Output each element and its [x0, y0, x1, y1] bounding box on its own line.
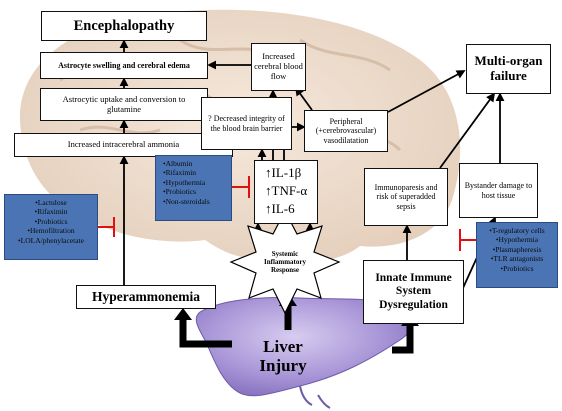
therapy-item: •Rifaximin [163, 168, 197, 178]
sirs-star-shape [229, 209, 341, 315]
liver-to-hyperammonemia-thick-arrow [174, 308, 232, 348]
therapy-item: •Plasmapheresis [492, 244, 542, 254]
arrow-immunoparesis-to-mof [439, 92, 496, 169]
therapy-item: •Non-steroidals [163, 196, 210, 206]
bbb-integrity-box: ? Decreased integrity of the blood brain… [201, 97, 292, 150]
il6-label: ↑IL-6 [265, 201, 295, 217]
liver-injury-label: Liver Injury [259, 337, 307, 375]
therapy-item: •Hypothermia [163, 177, 206, 187]
therapy-item: •Hemofiltration [27, 226, 75, 236]
hyperammonemia-box: Hyperammonemia [76, 285, 216, 309]
therapy-item: •Probiotics [163, 187, 197, 197]
intracerebral-ammonia-box: Increased intracerebral ammonia [14, 133, 233, 157]
arrow-vasodilatation-to-bloodflow [294, 86, 313, 111]
immune-therapy-box: •T-regulatory cells •Hypothermia •Plasma… [476, 222, 558, 288]
therapy-item: •Rifaximin [34, 207, 68, 217]
inhibitor-immune-therapy [459, 229, 476, 251]
inhibitor-ammonia-therapy [98, 217, 115, 237]
vasodilatation-box: Peripheral (+cerebrovascular) vasodilata… [304, 110, 388, 152]
astrocyte-swelling-box: Astrocyte swelling and cerebral edema [40, 52, 208, 79]
encephalopathy-box: Encephalopathy [41, 11, 207, 41]
inflammation-therapy-box: •Albumin •Rifaximin •Hypothermia •Probio… [155, 155, 232, 221]
ammonia-therapy-box: •Lactulose •Rifaximin •Probiotics •Hemof… [4, 194, 98, 260]
inhibitor-inflammation-therapy [232, 176, 250, 198]
immunoparesis-box: Immunoparesis and risk of superadded sep… [364, 168, 448, 226]
therapy-item: •Lactulose [35, 198, 67, 207]
bystander-damage-box: Bystander damage to host tissue [459, 163, 538, 218]
arrow-vasodilatation-to-mof [387, 70, 466, 113]
therapy-item: •Probiotics [500, 263, 534, 273]
tnf-alpha-label: ↑TNF-α [265, 183, 308, 199]
cytokine-box: ↑IL-1β ↑TNF-α ↑IL-6 [254, 160, 318, 224]
multi-organ-failure-box: Multi-organ failure [466, 44, 551, 94]
therapy-item: •LOLA/phenylacetate [18, 235, 84, 245]
sirs-label: Systemic Inflammatory Response [264, 250, 306, 275]
liver-illustration [195, 297, 415, 409]
therapy-item: •Probiotics [34, 216, 68, 226]
therapy-item: •TLR antagonists [490, 254, 544, 264]
cerebral-blood-flow-box: Increased cerebral blood flow [251, 43, 306, 91]
therapy-item: •T-regulatory cells [489, 226, 545, 235]
astrocytic-uptake-box: Astrocytic uptake and conversion to glut… [40, 88, 208, 121]
therapy-item: •Albumin [163, 159, 193, 168]
il1-beta-label: ↑IL-1β [265, 165, 302, 180]
innate-immune-box: Innate Immune System Dysregulation [363, 260, 464, 324]
therapy-item: •Hypothermia [495, 235, 539, 245]
